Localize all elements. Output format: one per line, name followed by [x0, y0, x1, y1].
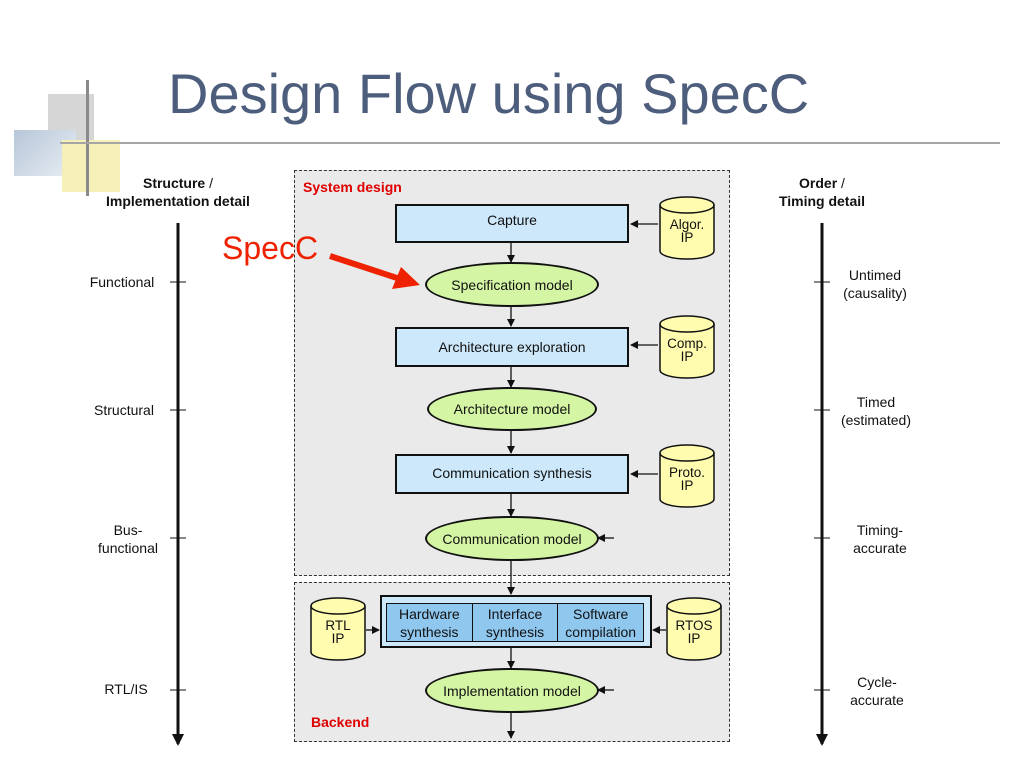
communication-synthesis-box: Communication synthesis [395, 454, 629, 494]
rtos-ip-database: RTOS IP [666, 597, 722, 661]
rtl-ip-label-1: RTL [325, 618, 351, 633]
level-cycle-accurate: Cycle- accurate [850, 674, 904, 708]
level-structural: Structural [94, 402, 154, 418]
rtos-ip-label-2: IP [687, 631, 701, 646]
title-divider [60, 142, 1000, 144]
specc-callout: SpecC [222, 230, 319, 266]
interface-synthesis-cell: Interface synthesis [471, 604, 558, 641]
system-design-label: System design [303, 179, 402, 195]
rtos-ip-label-1: RTOS [675, 618, 713, 633]
comp-ip-database: Comp. IP [659, 315, 715, 379]
slide-title: Design Flow using SpecC [168, 62, 810, 125]
left-axis-heading: Structure / Implementation detail [78, 174, 278, 210]
backend-label: Backend [311, 714, 370, 730]
right-axis-heading-line2: Timing detail [778, 193, 866, 209]
level-untimed: Untimed (causality) [843, 267, 907, 301]
proto-ip-label-1: Proto. [668, 465, 706, 480]
left-axis-heading-line2: Implementation detail [106, 193, 250, 209]
right-axis-heading: Order / Timing detail [742, 174, 902, 210]
proto-ip-database: Proto. IP [659, 444, 715, 508]
decor-square-yellow [62, 140, 120, 192]
decor-vertical-bar [86, 80, 89, 196]
left-axis-heading-bold: Structure [142, 175, 206, 191]
left-axis-heading-slash: / [205, 175, 213, 191]
algor-ip-label-1: Algor. [669, 217, 705, 232]
rtl-ip-label-2: IP [331, 631, 345, 646]
rtl-ip-database: RTL IP [310, 597, 366, 661]
backend-synthesis-steps: Hardware synthesis Interface synthesis S… [386, 603, 644, 642]
algor-ip-label-2: IP [680, 230, 694, 245]
implementation-model-oval: Implementation model [425, 668, 599, 713]
level-timed: Timed (estimated) [840, 394, 912, 428]
communication-model-oval: Communication model [425, 516, 599, 561]
level-timing-accurate: Timing- accurate [853, 522, 907, 556]
specification-model-oval: Specification model [425, 262, 599, 307]
level-functional: Functional [89, 274, 155, 290]
hardware-synthesis-cell: Hardware synthesis [398, 605, 460, 640]
comp-ip-label-1: Comp. [667, 336, 707, 351]
capture-box: Capture [395, 204, 629, 243]
level-rtl-is: RTL/IS [104, 681, 148, 697]
level-bus-functional: Bus- functional [98, 522, 158, 556]
architecture-exploration-box: Architecture exploration [395, 327, 629, 367]
right-axis-heading-slash: / [837, 175, 845, 191]
comp-ip-label-2: IP [680, 349, 694, 364]
architecture-model-oval: Architecture model [427, 387, 597, 431]
right-axis-heading-bold: Order [799, 175, 838, 191]
software-compilation-cell: Software compilation [557, 604, 643, 641]
specc-pointer-arrow [329, 253, 401, 282]
proto-ip-label-2: IP [680, 478, 694, 493]
specc-pointer-arrowhead [392, 267, 420, 289]
algor-ip-database: Algor. IP [659, 196, 715, 260]
